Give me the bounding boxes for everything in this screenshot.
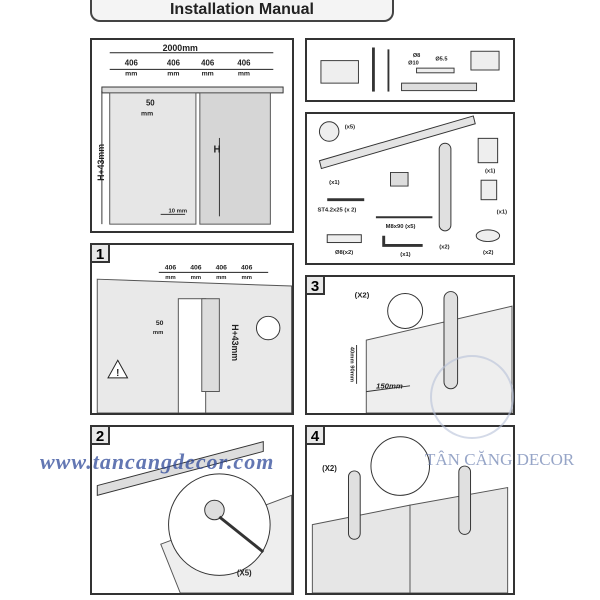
overview-panel: 2000mm 406 406 406 406 mm mm mm mm 50 mm…	[90, 38, 294, 233]
offset-label: 50	[146, 99, 155, 108]
qty-label: (X2)	[355, 290, 370, 299]
step-number: 3	[305, 275, 325, 295]
spacing-label: 406	[165, 264, 177, 271]
anchor-icon	[326, 234, 362, 244]
step-1-diagram: ! 406 406 406 406 mm mm mm mm 50 mm H+43…	[96, 264, 292, 413]
step-2-diagram: (X5)	[96, 441, 292, 593]
step-number: 1	[90, 243, 110, 263]
hanger-icon	[458, 465, 472, 535]
step-4-diagram: (X2)	[311, 436, 509, 593]
floor-guide-icon	[475, 229, 501, 243]
stopper-icon	[318, 121, 340, 142]
watermark-url: www.tancangdecor.com	[40, 449, 275, 474]
horizontal-dimension-label: 150mm	[376, 382, 403, 391]
spacing-label: 406	[201, 58, 215, 67]
total-width-label: 2000mm	[163, 43, 198, 53]
drill-bit-label: Ø10	[408, 60, 419, 66]
step-1-panel: ! 406 406 406 406 mm mm mm mm 50 mm H+43…	[90, 243, 294, 415]
unit-label: mm	[202, 70, 214, 77]
step-2-panel: (X5) 2	[90, 425, 294, 595]
manual-title: Installation Manual	[90, 0, 394, 22]
height-label: H+43mm	[230, 324, 240, 361]
anchor-label: Ø8(x2)	[335, 250, 353, 256]
overview-diagram: 2000mm 406 406 406 406 mm mm mm mm 50 mm…	[96, 43, 284, 225]
qty-label: (x1)	[497, 209, 507, 215]
unit-label: mm	[125, 70, 137, 77]
qty-label: (x5)	[345, 125, 355, 131]
spacing-label: 406	[167, 58, 181, 67]
unit-label: mm	[238, 70, 250, 77]
qty-label: (x1)	[329, 180, 339, 186]
hanger-icon	[347, 470, 361, 540]
vertical-dimension-label: 40mm 90mm	[349, 347, 355, 382]
guide-icon	[390, 171, 409, 187]
height-label: H	[214, 145, 221, 156]
toolbox-icon	[320, 60, 359, 84]
unit-label: mm	[165, 275, 175, 281]
detail-magnifier	[255, 315, 281, 341]
bolt-icon	[218, 515, 265, 554]
tools-diagram: Ø8 Ø10 Ø5.5	[320, 47, 500, 92]
spacing-label: 406	[125, 58, 139, 67]
qty-label: (x1)	[485, 168, 495, 174]
screw-label: ST4.2x25 (x 2)	[317, 207, 356, 213]
detail-magnifier	[370, 436, 431, 496]
unit-label: mm	[153, 330, 163, 336]
spacing-label: 406	[216, 264, 228, 271]
warning-mark: !	[116, 368, 119, 379]
level-icon	[401, 82, 478, 92]
rail-icon	[96, 441, 264, 496]
spacing-label: 406	[237, 58, 251, 67]
unit-label: mm	[141, 110, 153, 117]
parts-diagram: (x5) (x1) ST4.2x25 (x 2) M8x90 (x5) Ø8(x…	[317, 115, 507, 258]
qty-label: (x2)	[483, 250, 493, 256]
offset-label: 50	[156, 320, 164, 327]
unit-label: mm	[241, 275, 251, 281]
tools-panel: Ø8 Ø10 Ø5.5	[305, 38, 515, 102]
qty-label: (x2)	[439, 244, 449, 250]
stop-icon	[480, 179, 498, 201]
unit-label: mm	[191, 275, 201, 281]
spacing-label: 406	[241, 264, 253, 271]
detail-magnifier	[387, 293, 424, 329]
unit-label: mm	[167, 70, 179, 77]
drill-icon	[470, 50, 500, 71]
unit-label: mm	[216, 275, 226, 281]
bolt-label: M8x90 (x5)	[386, 224, 416, 230]
step-number: 4	[305, 425, 325, 445]
warning-icon	[107, 359, 129, 379]
bottom-gap-label: 10 mm	[168, 208, 187, 214]
watermark-logo	[430, 355, 514, 439]
allen-key-icon	[382, 235, 423, 247]
watermark-brand: TÂN CĂNG DECOR	[425, 450, 575, 469]
qty-label: (x1)	[400, 252, 410, 258]
qty-label: (X2)	[322, 464, 337, 473]
drill-bit-label: Ø8	[413, 53, 420, 59]
parts-panel: (x5) (x1) ST4.2x25 (x 2) M8x90 (x5) Ø8(x…	[305, 112, 515, 265]
stop-icon	[477, 137, 499, 164]
qty-label: (X5)	[237, 568, 252, 577]
hanger-icon	[438, 142, 452, 232]
stopper-icon	[204, 499, 225, 521]
detail-magnifier	[168, 473, 271, 576]
drill-bit-label: Ø5.5	[435, 57, 447, 63]
wrench-icon	[416, 67, 455, 74]
height-total-label: H+43mm	[96, 144, 106, 181]
rail-icon	[318, 115, 476, 170]
spacing-label: 406	[190, 264, 202, 271]
step-4-panel: (X2) 4	[305, 425, 515, 595]
step-number: 2	[90, 425, 110, 445]
